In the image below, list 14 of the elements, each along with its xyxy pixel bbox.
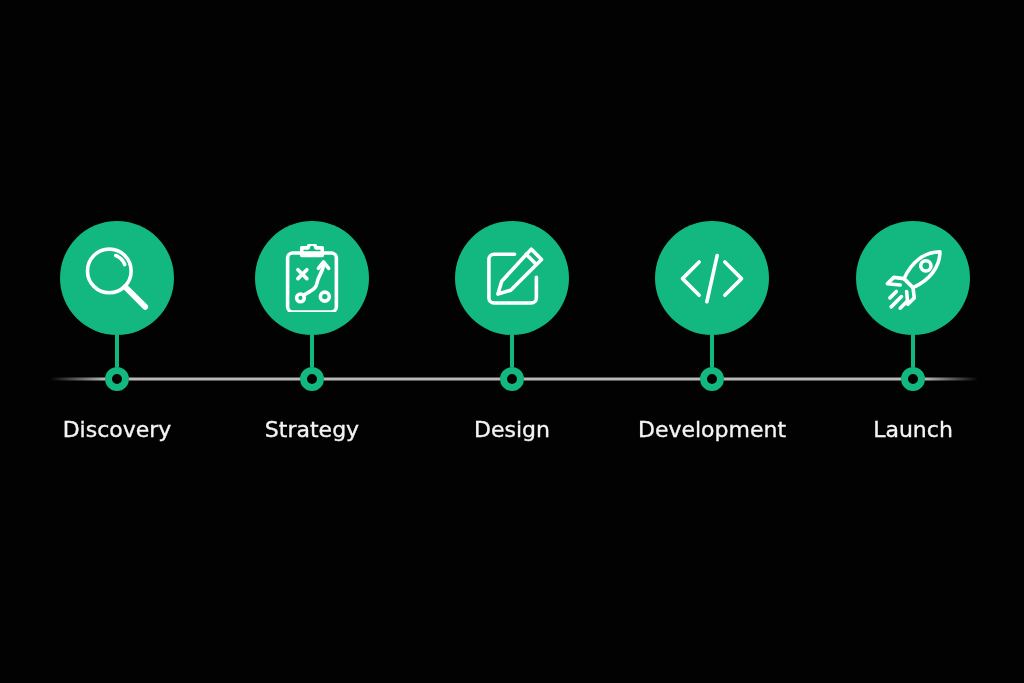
- connector-line: [310, 335, 314, 367]
- milestone-label: Strategy: [264, 417, 360, 443]
- timeline-segment: [324, 377, 500, 381]
- connector-line: [115, 335, 119, 367]
- milestone-label: Design: [474, 417, 550, 443]
- timeline-segment: [524, 377, 700, 381]
- milestone-label: Launch: [873, 417, 953, 443]
- milestone-label: Discovery: [62, 417, 172, 443]
- connector-line: [510, 335, 514, 367]
- timeline-segment: [129, 377, 300, 381]
- milestone-label: Development: [637, 417, 787, 443]
- timeline-segment: [724, 377, 901, 381]
- connector-line: [911, 335, 915, 367]
- connector-line: [710, 335, 714, 367]
